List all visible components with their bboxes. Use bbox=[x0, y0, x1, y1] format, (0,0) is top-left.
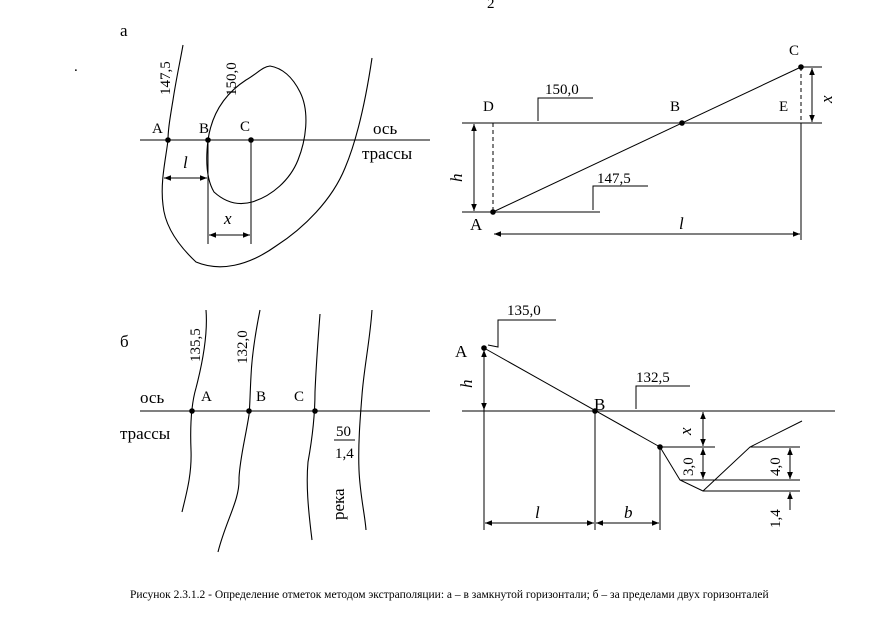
leader-135 bbox=[487, 319, 556, 348]
dim-l-label-b: l bbox=[535, 503, 540, 522]
slope-line-ac bbox=[492, 66, 802, 213]
dim-l-label-profile: l bbox=[679, 214, 684, 233]
profile-c-label: C bbox=[789, 43, 799, 59]
profile-a-dot bbox=[490, 209, 496, 215]
plan-b-a-dot bbox=[189, 408, 195, 414]
panel-a-profile: A B C D E 150,0 147,5 h l x bbox=[447, 43, 836, 240]
contour-label-135-5: 135,5 bbox=[188, 328, 204, 362]
axis-label-b-line1: ось bbox=[140, 388, 164, 407]
elev-150-label: 150,0 bbox=[545, 82, 579, 98]
plan-b-c-label: C bbox=[294, 389, 304, 405]
river-bank-left bbox=[306, 313, 321, 541]
plan-b-b-dot bbox=[246, 408, 252, 414]
figure-caption: Рисунок 2.3.1.2 - Определение отметок ме… bbox=[130, 589, 769, 601]
panel-b-profile: A B 135,0 132,5 h l b x 3,0 4,0 1,4 bbox=[455, 303, 835, 530]
plan-b-c-dot bbox=[312, 408, 318, 414]
contour-147-5 bbox=[161, 44, 373, 268]
contour-label-150-0: 150,0 bbox=[224, 62, 240, 96]
contour-label-147-5: 147,5 bbox=[158, 61, 174, 95]
dim-x-label-profile: x bbox=[817, 95, 836, 104]
dim-b-label: b bbox=[624, 503, 633, 522]
point-c-dot bbox=[248, 137, 254, 143]
point-a-dot bbox=[165, 137, 171, 143]
panel-a-plan: 147,5 150,0 A B C ось трассы l x bbox=[140, 44, 430, 268]
point-b-label: B bbox=[199, 121, 209, 137]
river-label: река bbox=[329, 488, 348, 520]
point-b-dot bbox=[205, 137, 211, 143]
dim-h-label: h bbox=[447, 174, 466, 183]
profile-b-c-dot bbox=[657, 444, 663, 450]
plan-b-a-label: A bbox=[201, 389, 212, 405]
axis-label-b-line2: трассы bbox=[120, 424, 171, 443]
point-c-label: C bbox=[240, 119, 250, 135]
leader-147 bbox=[592, 185, 648, 210]
river-bank-right bbox=[358, 309, 373, 531]
header-mark: 2 bbox=[487, 0, 495, 12]
profile-b-a-dot bbox=[481, 345, 487, 351]
panel-b-plan: 135,5 132,0 A B C ось трассы 50 1,4 река bbox=[120, 309, 430, 553]
contour-132-0 bbox=[217, 309, 261, 553]
profile-b-dot bbox=[679, 120, 685, 126]
slope-line-ab bbox=[483, 347, 661, 448]
dim-h-label-b: h bbox=[457, 380, 476, 389]
dim-x-label-b: x bbox=[676, 427, 695, 436]
profile-b-a-label: A bbox=[455, 342, 468, 361]
elev-135-label: 135,0 bbox=[507, 303, 541, 319]
dim-l-label: l bbox=[183, 153, 188, 172]
plan-b-b-label: B bbox=[256, 389, 266, 405]
river-frac-top: 50 bbox=[336, 424, 351, 440]
leader-150 bbox=[537, 97, 593, 121]
profile-b-b-label: B bbox=[594, 395, 605, 414]
river-frac-bottom: 1,4 bbox=[335, 446, 354, 462]
stray-dot: . bbox=[74, 59, 78, 75]
leader-132 bbox=[635, 385, 690, 409]
profile-a-label: A bbox=[470, 215, 483, 234]
dim-30-label: 3,0 bbox=[681, 457, 697, 476]
profile-e-label: E bbox=[779, 99, 788, 115]
dim-40-label: 4,0 bbox=[768, 457, 784, 476]
axis-label-line1: ось bbox=[373, 119, 397, 138]
contour-150-0 bbox=[206, 65, 307, 205]
dim-14-label: 1,4 bbox=[768, 509, 784, 528]
profile-d-label: D bbox=[483, 99, 494, 115]
elev-132-label: 132,5 bbox=[636, 370, 670, 386]
profile-b-label: B bbox=[670, 99, 680, 115]
profile-c-dot bbox=[798, 64, 804, 70]
panel-a-label: а bbox=[120, 21, 128, 40]
axis-label-line2: трассы bbox=[362, 144, 413, 163]
profile-b-b-dot bbox=[592, 408, 598, 414]
dim-x-label: x bbox=[223, 209, 232, 228]
panel-b-label: б bbox=[120, 332, 129, 351]
point-a-label: A bbox=[152, 121, 163, 137]
elev-147-label: 147,5 bbox=[597, 171, 631, 187]
contour-label-132-0: 132,0 bbox=[235, 330, 251, 364]
